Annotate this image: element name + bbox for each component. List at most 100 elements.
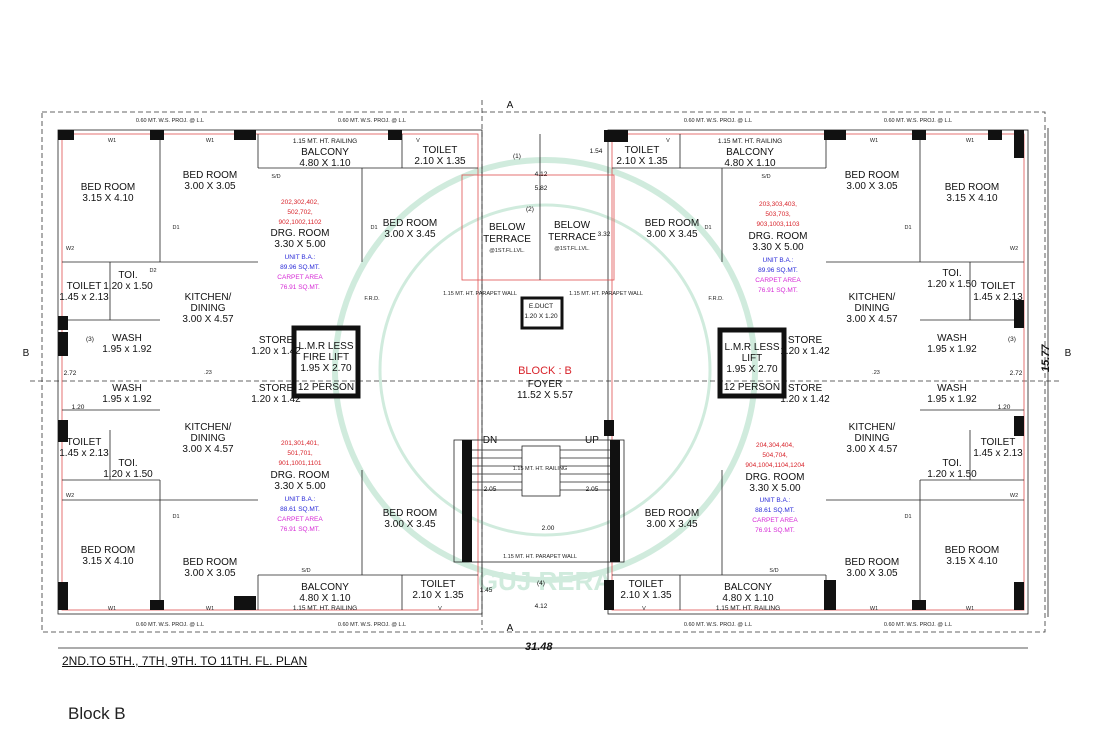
unit-ba-value: 89.96 SQ.MT.	[280, 264, 320, 271]
unit-numbers-line1: 203,303,403,	[759, 201, 797, 208]
unit-bottom-left: WASH 1.95 x 1.92 STORE 1.20 x 1.42 KITCH…	[59, 383, 464, 612]
toi-label: TOI.	[942, 268, 961, 279]
stair-width-left: 2.05	[484, 486, 497, 493]
void-3-right: (3)	[1008, 336, 1016, 343]
window-mark: W1	[870, 138, 878, 144]
left-partitions	[62, 134, 478, 610]
balcony-size: 4.80 X 1.10	[299, 593, 351, 604]
railing-note: 1.15 MT. HT. RAILING	[293, 605, 357, 612]
unit-numbers-line3: 901,1001,1101	[279, 460, 322, 467]
void-dim-412-bottom: 4.12	[535, 603, 548, 610]
left-wing-inner	[61, 133, 479, 611]
lift-line1: L.M.R LESS	[724, 342, 779, 353]
fire-lift-line1: L.M.R LESS	[298, 341, 353, 352]
staircase	[453, 439, 625, 563]
toi-size: 1.20 x 1.50	[103, 281, 153, 292]
plan-caption: 2ND.TO 5TH., 7TH, 9TH. TO 11TH. FL. PLAN	[62, 654, 308, 668]
fire-rated-door-mark: F.R.D.	[708, 296, 724, 302]
kitchen-label-2: DINING	[855, 433, 890, 444]
wash-size: 1.95 x 1.92	[927, 344, 977, 355]
balcony-label: BALCONY	[724, 582, 772, 593]
toi-label: TOI.	[942, 458, 961, 469]
kitchen-size: 3.00 X 4.57	[182, 314, 234, 325]
right-partitions	[612, 134, 1024, 610]
sliding-door-mark: S/D	[271, 174, 280, 180]
window-mark: W1	[966, 138, 974, 144]
bedroom-size: 3.00 X 3.05	[846, 181, 898, 192]
bedroom-size: 3.00 X 3.45	[646, 229, 698, 240]
duct-label: E.DUCT	[529, 303, 553, 310]
overall-height-dimension: 15.77	[1040, 344, 1052, 372]
window-mark: W1	[966, 606, 974, 612]
unit-numbers-line3: 902,1002,1102	[279, 219, 322, 226]
block-name: Block B	[68, 704, 126, 723]
unit-ba-label: UNIT B.A.:	[285, 496, 316, 503]
toilet-label: TOILET	[67, 281, 102, 292]
kitchen-label: KITCHEN/	[849, 292, 896, 303]
store-label: STORE	[259, 335, 294, 346]
bedroom-label: BED ROOM	[81, 545, 135, 556]
unit-numbers-line1: 201,301,401,	[281, 440, 319, 447]
window-mark: W2	[1010, 493, 1018, 499]
carpet-area-value: 76.91 SQ.MT.	[755, 527, 795, 534]
void-dim-332: 3.32	[598, 231, 611, 238]
balcony-label: BALCONY	[301, 582, 349, 593]
balcony-label: BALCONY	[726, 147, 774, 158]
store-size: 1.20 x 1.42	[251, 394, 301, 405]
kitchen-size: 3.00 X 4.57	[846, 444, 898, 455]
bedroom-size: 3.00 X 3.05	[846, 568, 898, 579]
drawing-room-size: 3.30 X 5.00	[274, 239, 326, 250]
door-mark: D1	[172, 225, 179, 231]
toilet-size: 2.10 X 1.35	[412, 590, 464, 601]
carpet-area-value: 76.91 SQ.MT.	[280, 284, 320, 291]
toilet-size: 1.45 x 2.13	[59, 448, 109, 459]
parapet-note-right: 1.15 MT. HT. PARAPET WALL	[569, 291, 643, 297]
kitchen-size: 3.00 X 4.57	[846, 314, 898, 325]
bedroom-size: 3.00 X 3.45	[646, 519, 698, 530]
block-label: BLOCK : B	[518, 365, 572, 377]
duct-size: 1.20 X 1.20	[524, 313, 558, 320]
stair-wall-left	[462, 440, 472, 562]
window-mark: W1	[108, 606, 116, 612]
toilet-size: 2.10 X 1.35	[620, 590, 672, 601]
carpet-area-label: CARPET AREA	[755, 277, 801, 284]
unit-numbers-line3: 904,1004,1104,1204	[745, 462, 805, 469]
fire-rated-door-mark: F.R.D.	[364, 296, 380, 302]
drawing-room-size: 3.30 X 5.00	[274, 481, 326, 492]
bedroom-label: BED ROOM	[81, 182, 135, 193]
balcony-label: BALCONY	[301, 147, 349, 158]
structural-columns	[58, 130, 1024, 610]
toi-size: 1.20 x 1.50	[927, 279, 977, 290]
unit-ba-value: 89.96 SQ.MT.	[758, 267, 798, 274]
wash-size: 1.95 x 1.92	[102, 344, 152, 355]
unit-bottom-right: STORE 1.20 x 1.42 WASH 1.95 x 1.92 KITCH…	[620, 383, 1023, 612]
bedroom-size: 3.15 X 4.10	[946, 193, 998, 204]
stair-down-label: DN	[483, 435, 497, 446]
stair-width-right: 2.05	[586, 486, 599, 493]
carpet-area-value: 76.91 SQ.MT.	[280, 526, 320, 533]
bedroom-size: 3.00 X 3.05	[184, 181, 236, 192]
bedroom-label: BED ROOM	[845, 557, 899, 568]
rera-watermark: GUJ RERA	[332, 157, 758, 596]
ws-proj-note: 0.60 MT. W.S. PROJ. @ L.L	[684, 622, 752, 628]
bedroom-size: 3.15 X 4.10	[82, 193, 134, 204]
below-terrace-left-l2: TERRACE	[483, 234, 531, 245]
vent-mark: V	[438, 606, 442, 612]
door-mark: D2	[149, 268, 156, 274]
below-terrace-right-l3: @1ST.FL.LVL.	[554, 246, 590, 252]
dim-272-left: 2.72	[64, 370, 77, 377]
drawing-room-label: DRG. ROOM	[746, 472, 805, 483]
toilet-label: TOILET	[981, 437, 1016, 448]
lift-capacity: 12 PERSON	[724, 382, 780, 393]
bedroom-size: 3.00 X 3.45	[384, 519, 436, 530]
store-size: 1.20 x 1.42	[780, 394, 830, 405]
section-b-left-label: B	[23, 348, 30, 359]
window-mark: W1	[206, 138, 214, 144]
unit-ba-label: UNIT B.A.:	[760, 497, 791, 504]
wash-size: 1.95 x 1.92	[927, 394, 977, 405]
kitchen-label-2: DINING	[191, 433, 226, 444]
railing-note: 1.15 MT. HT. RAILING	[716, 605, 780, 612]
store-size: 1.20 x 1.42	[780, 346, 830, 357]
lift-shaft	[717, 327, 787, 399]
door-mark: D1	[904, 225, 911, 231]
